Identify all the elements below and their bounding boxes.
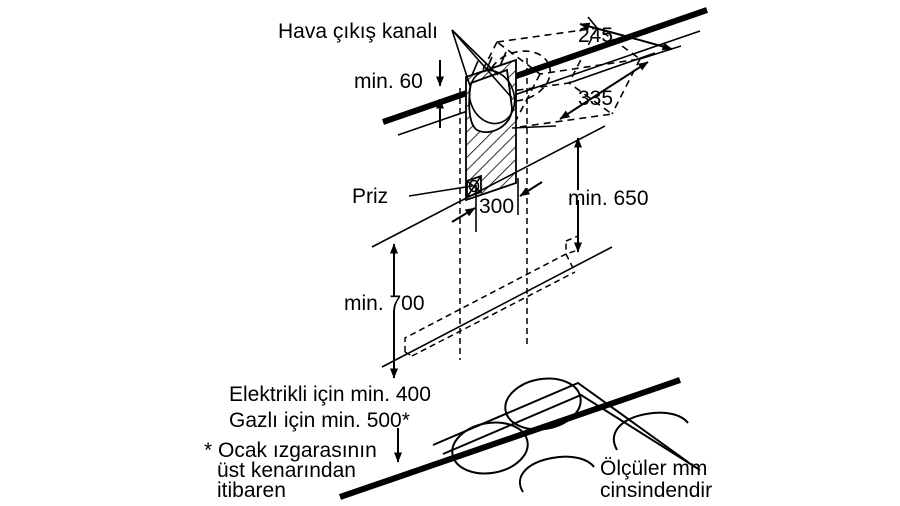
duct-label: Hava çıkış kanalı — [278, 20, 438, 43]
burner-front-right — [518, 455, 595, 493]
worktop-plane-line — [371, 125, 613, 368]
dimension-300-label: 300 — [479, 195, 514, 218]
burner-rear-right — [612, 411, 689, 451]
dimension-min650-label: min. 650 — [568, 187, 649, 210]
ceiling-plane-thin-line — [397, 30, 701, 136]
note-gas: Gazlı için min. 500* — [229, 409, 410, 432]
dimension-min700-label: min. 700 — [344, 292, 425, 315]
note-electric: Elektrikli için min. 400 — [229, 383, 431, 406]
socket-label-leader — [408, 185, 473, 197]
burner-rear-left — [504, 377, 582, 431]
dimension-335 — [511, 52, 656, 129]
units-note-line-2: cinsindendir — [600, 479, 712, 502]
footnote-line-1: * Ocak ızgarasının — [204, 439, 377, 462]
cooktop — [432, 377, 701, 493]
worktop-wall-thick-line — [339, 377, 681, 500]
socket-label: Priz — [352, 185, 388, 208]
hob-outline-dashed — [404, 234, 579, 357]
units-note-line-1: Ölçüler mm — [600, 457, 707, 480]
duct-label-leader — [451, 29, 513, 99]
dimension-min60-label: min. 60 — [354, 70, 423, 93]
dimension-300 — [451, 181, 543, 223]
footnote-line-2: üst kenarından — [217, 459, 356, 482]
footnote-line-3: itibaren — [217, 479, 286, 502]
dimension-245-label: 245 — [578, 24, 613, 47]
hood-body — [465, 51, 517, 202]
dimension-245 — [579, 16, 682, 60]
dimension-335-label: 335 — [578, 87, 613, 110]
burner-front-left — [451, 421, 529, 475]
